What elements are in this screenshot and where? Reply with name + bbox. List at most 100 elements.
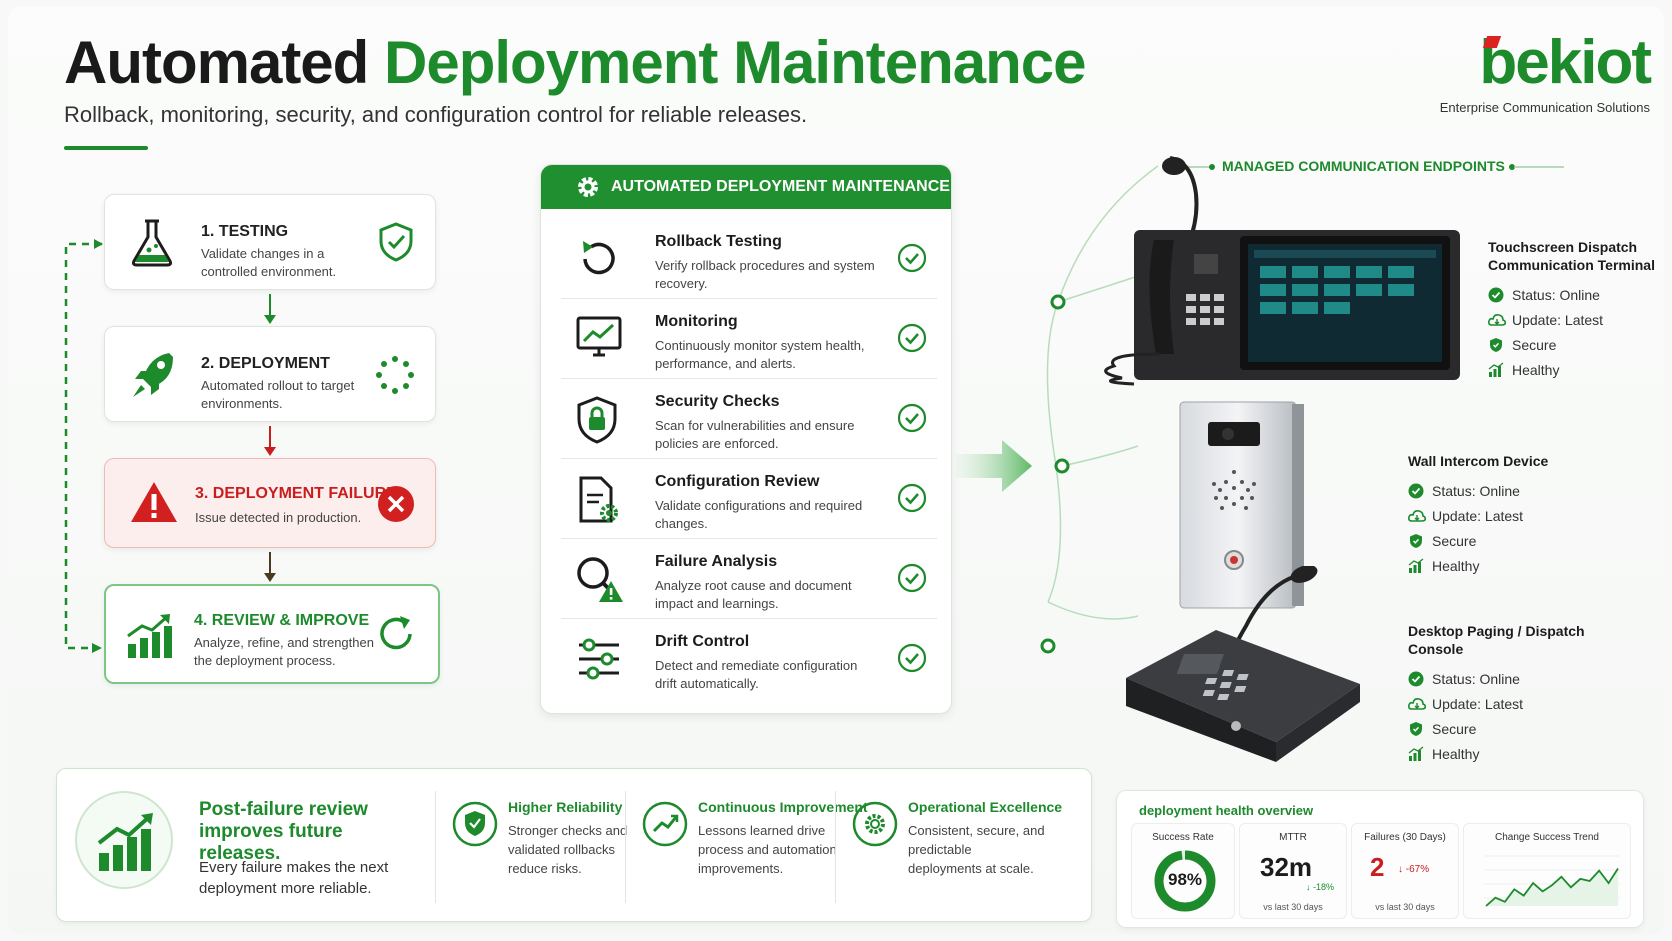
item-desc: Analyze root cause and document impact a… [655,578,852,611]
step-failure-card[interactable]: 3. DEPLOYMENT FAILURE Issue detected in … [104,458,436,548]
benefit-excellence: Operational Excellence Consistent, secur… [835,791,1065,903]
check-circle-icon [1408,483,1424,499]
error-x-icon [377,485,415,528]
document-gear-icon [575,475,621,530]
secure-row: Secure [1408,716,1608,741]
brand-logo: bekiot Enterprise Communication Solution… [1420,28,1652,115]
step-desc: Analyze, refine, and strengthen the depl… [194,635,374,668]
secure-row: Secure [1488,332,1658,357]
update-row: Update: Latest [1408,691,1608,716]
title-underline [64,146,148,150]
update-row: Update: Latest [1488,307,1658,332]
monitor-chart-icon [575,315,623,366]
benefit-title: Higher Reliability [508,799,623,815]
benefit-title: Operational Excellence [908,799,1063,815]
step-review-card[interactable]: 4. REVIEW & IMPROVE Analyze, refine, and… [104,584,440,684]
maintenance-panel: AUTOMATED DEPLOYMENT MAINTENANCE Rollbac… [540,164,952,714]
step-title: 3. DEPLOYMENT FAILURE [195,485,397,502]
step-deployment-card[interactable]: 2. DEPLOYMENT Automated rollout to targe… [104,326,436,422]
panel-item-drift-control[interactable]: Drift Control Detect and remediate confi… [561,619,937,699]
panel-header: AUTOMATED DEPLOYMENT MAINTENANCE [541,165,951,209]
check-circle-icon [897,483,927,518]
growth-chart-icon [124,610,174,665]
dispatch-terminal-image [1104,156,1460,386]
item-title: Configuration Review [655,473,820,490]
step-desc: Automated rollout to target environments… [201,378,355,411]
healthy-row: Healthy [1488,357,1658,382]
panel-item-monitoring[interactable]: Monitoring Continuously monitor system h… [561,299,937,379]
shield-icon [1408,721,1424,737]
flow-arrow-1 [264,294,276,324]
benefit-title: Continuous Improvement [698,799,868,815]
sliders-icon [575,635,623,688]
item-desc: Detect and remediate configuration drift… [655,658,858,691]
trend-box: Change Success Trend [1463,823,1631,919]
wall-intercom-image [1179,401,1304,609]
benefit-improvement: Continuous Improvement Lessons learned d… [625,791,868,903]
flask-icon [129,217,175,274]
cloud-sync-icon [1408,508,1427,524]
step-testing-card[interactable]: 1. TESTING Validate changes in a control… [104,194,436,290]
health-title: deployment health overview [1139,803,1314,818]
item-title: Rollback Testing [655,233,782,250]
check-circle-icon [897,323,927,358]
rocket-icon [129,349,177,406]
page-subtitle: Rollback, monitoring, security, and conf… [64,102,808,127]
failures-box: Failures (30 Days) 2 ↓ -67% vs last 30 d… [1351,823,1459,919]
status-row: Status: Online [1488,282,1658,307]
cloud-sync-icon [1488,312,1507,328]
panel-item-failure-analysis[interactable]: Failure Analysis Analyze root cause and … [561,539,937,619]
panel-title: AUTOMATED DEPLOYMENT MAINTENANCE [611,178,950,195]
page-title: Automated Deployment Maintenance [64,28,1087,97]
success-gauge [1154,850,1216,912]
shield-lock-icon [575,395,619,450]
trend-line [1485,868,1619,907]
item-title: Security Checks [655,393,780,410]
gear-cycle-icon [852,801,898,852]
panel-item-rollback[interactable]: Rollback Testing Verify rollback procedu… [561,219,937,299]
benefit-desc: Consistent, secure, and predictable depl… [908,823,1045,876]
step-title: 4. REVIEW & IMPROVE [194,612,370,629]
status-row: Status: Online [1408,478,1608,503]
device-name: Desktop Paging / Dispatch Console [1408,623,1585,657]
check-circle-icon [897,243,927,278]
benefit-desc: Stronger checks and validated rollbacks … [508,823,628,876]
update-row: Update: Latest [1408,503,1608,528]
shield-icon [1488,337,1504,353]
healthy-row: Healthy [1408,553,1608,578]
benefit-reliability: Higher Reliability Stronger checks and v… [435,791,627,903]
item-title: Failure Analysis [655,553,778,570]
endpoints-label: MANAGED COMMUNICATION ENDPOINTS [1222,158,1505,174]
success-label: Success Rate [1152,832,1214,843]
feedback-loop-arrow [64,239,103,653]
cloud-sync-icon [1408,696,1427,712]
panel-item-configuration[interactable]: Configuration Review Validate configurat… [561,459,937,539]
label-line-right [1509,164,1564,170]
success-value: 98% [1167,870,1203,889]
panel-item-security[interactable]: Security Checks Scan for vulnerabilities… [561,379,937,459]
healthy-row: Healthy [1408,741,1608,766]
check-circle-icon [897,563,927,598]
step-desc: Validate changes in a controlled environ… [201,246,337,279]
paging-console-image [1126,566,1360,762]
item-desc: Validate configurations and required cha… [655,498,863,531]
band-headline: Post-failure review improves future rele… [199,799,368,864]
mttr-label: MTTR [1279,832,1307,843]
shield-check-icon [452,801,498,852]
failures-label: Failures (30 Days) [1364,832,1446,843]
check-circle-icon [1408,671,1424,687]
check-circle-icon [897,403,927,438]
device-intercom-info: Wall Intercom Device Status: Online Upda… [1408,452,1608,578]
signal-bars-icon [1408,557,1424,574]
check-circle-icon [1488,287,1504,303]
rollback-icon [575,235,623,288]
success-rate-box: Success Rate 98% [1131,823,1235,919]
title-part-2: Deployment Maintenance [384,29,1086,96]
item-desc: Scan for vulnerabilities and ensure poli… [655,418,855,451]
trend-label: Change Success Trend [1495,832,1599,843]
device-name: Wall Intercom Device [1408,453,1549,469]
status-row: Status: Online [1408,666,1608,691]
check-circle-icon [897,643,927,678]
device-console-info: Desktop Paging / Dispatch Console Status… [1408,622,1608,766]
loading-spinner-icon [375,355,415,400]
